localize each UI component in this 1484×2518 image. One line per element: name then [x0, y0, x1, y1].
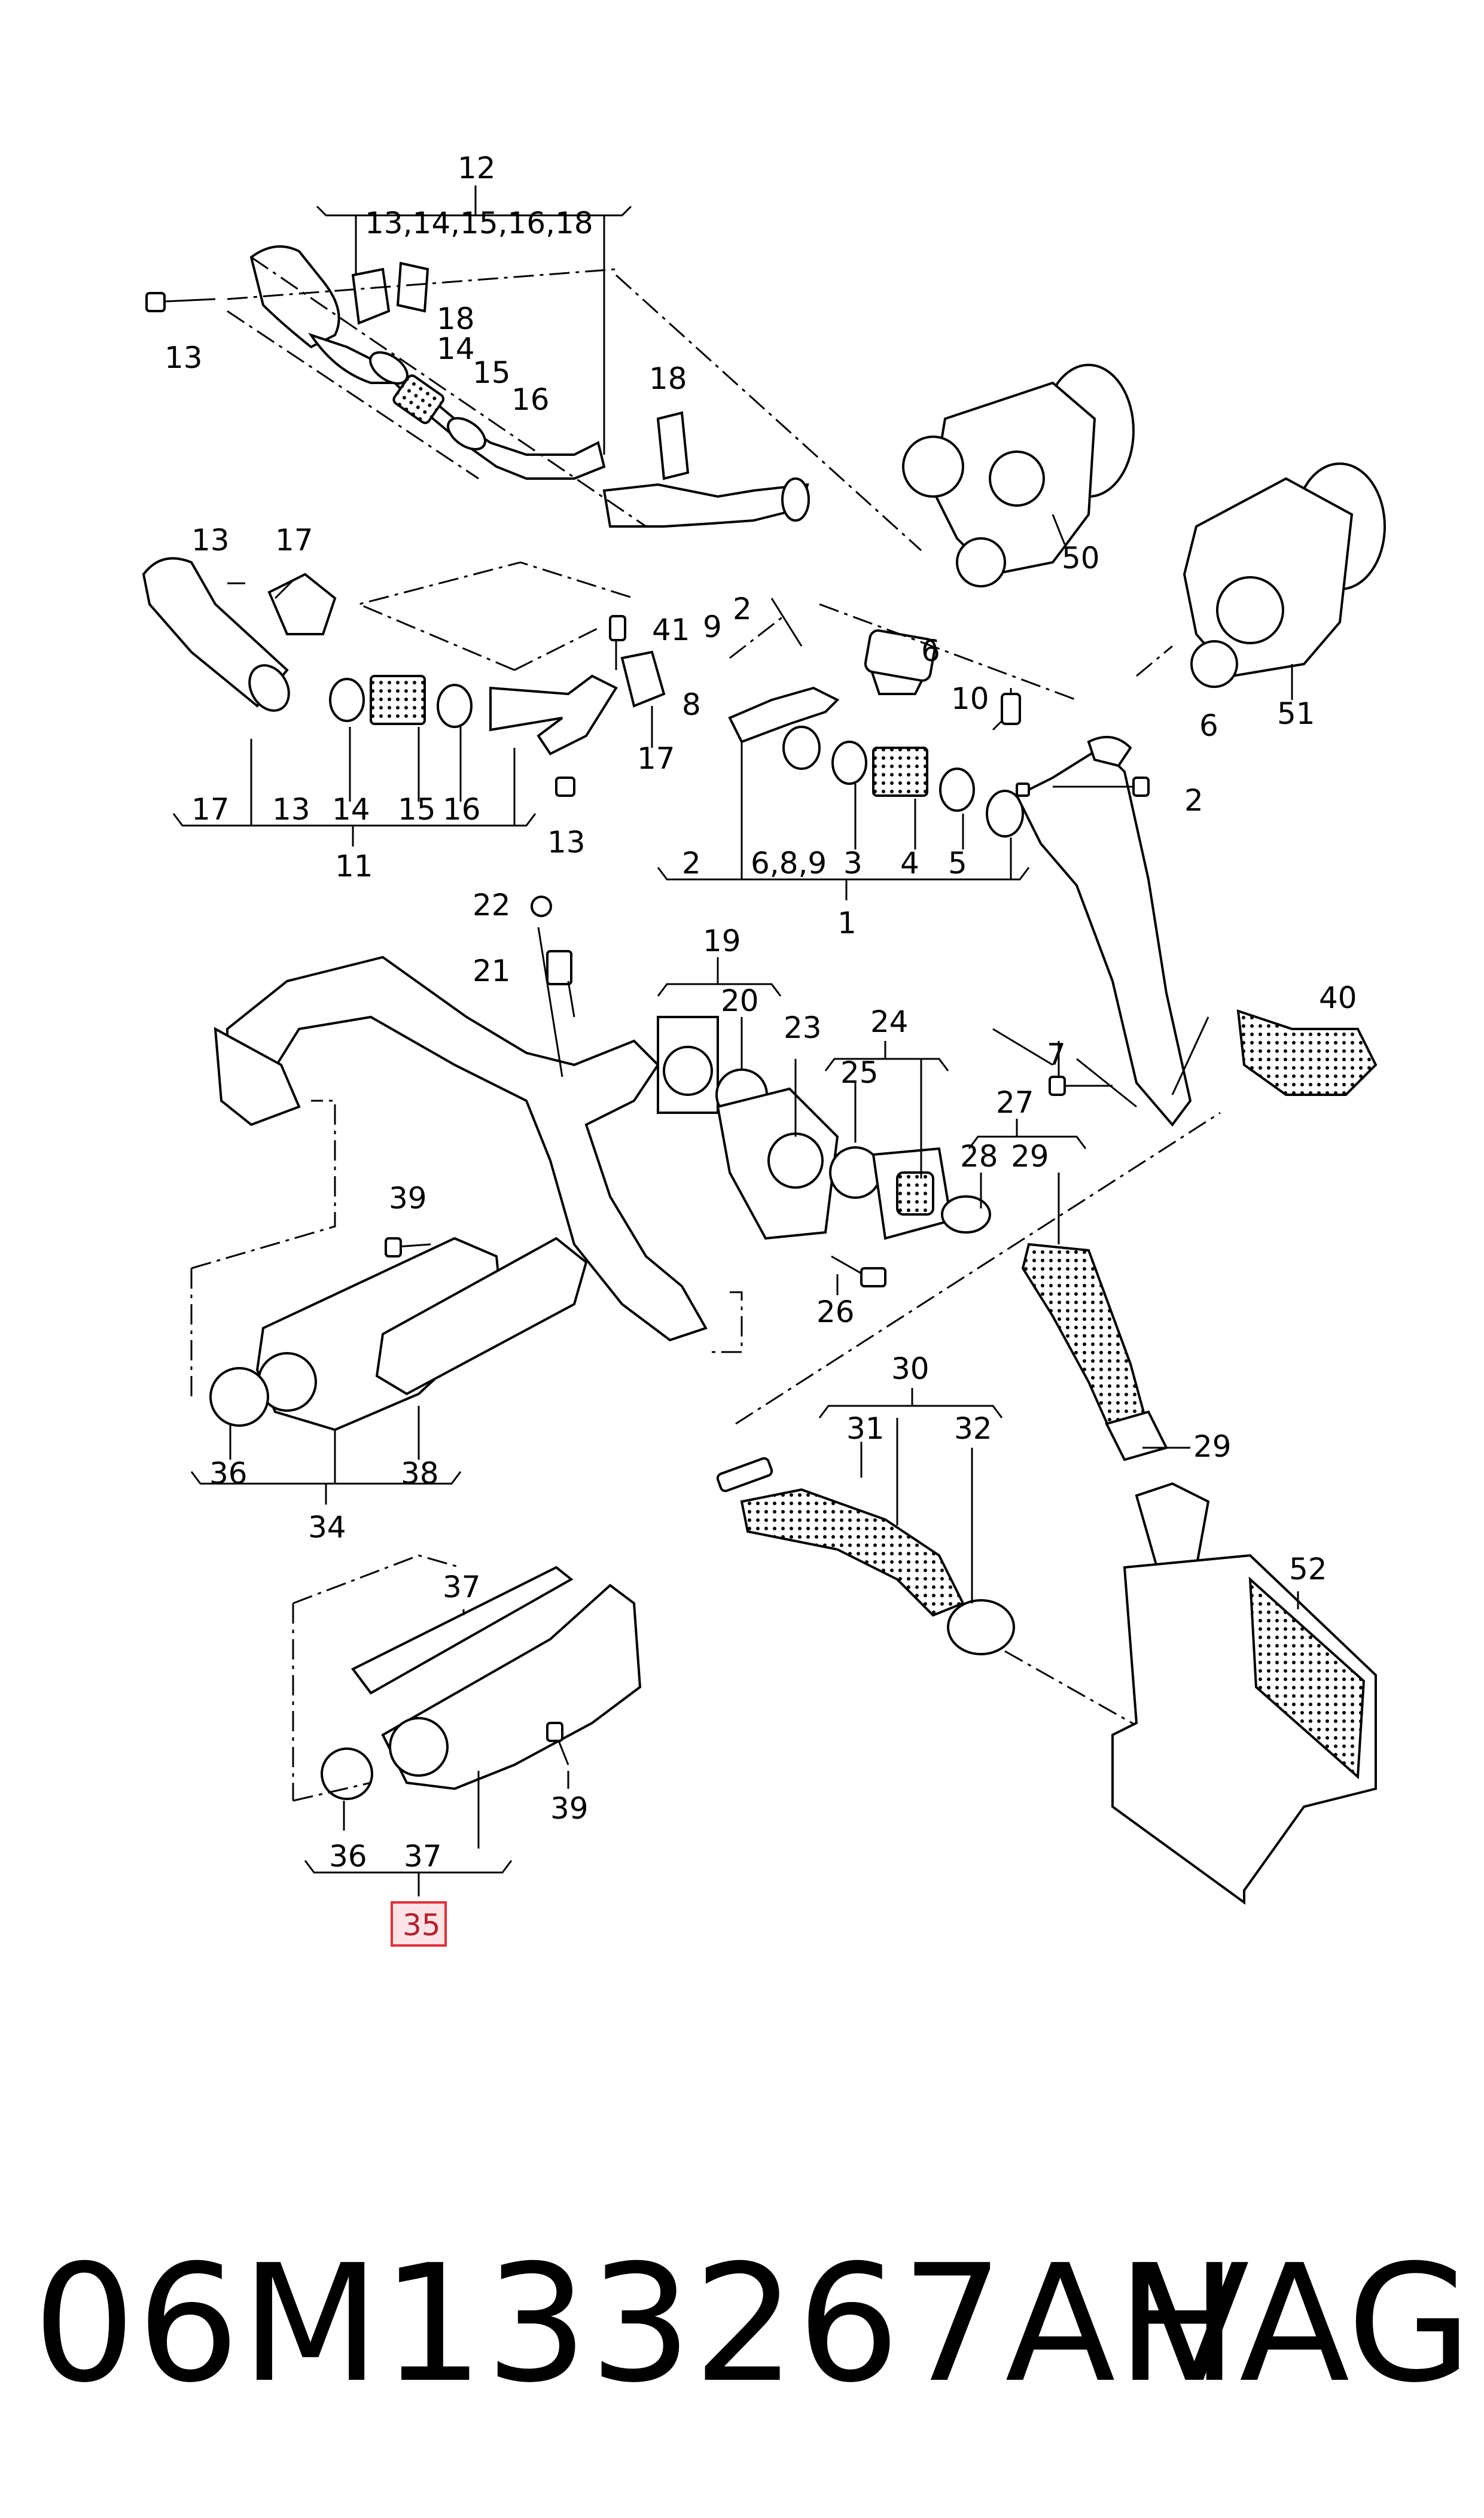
intercooler-group-35 — [292, 1554, 642, 1896]
callout-37b: 37 — [404, 1839, 442, 1874]
callout-39a: 39 — [389, 1181, 427, 1216]
callout-20: 20 — [721, 984, 759, 1018]
callout-6a: 6 — [921, 634, 940, 668]
callout-15b: 15 — [398, 792, 436, 827]
callout-17b: 17 — [637, 741, 675, 776]
callout-6-8-9: 6,8,9 — [751, 846, 827, 881]
callout-2c: 2 — [682, 846, 701, 881]
callout-32: 32 — [954, 1411, 992, 1446]
callout-51: 51 — [1277, 696, 1315, 731]
callout-29b: 29 — [1193, 1429, 1232, 1464]
callout-2a: 2 — [733, 592, 752, 626]
airbox-52 — [1105, 1410, 1377, 1905]
callout-28: 28 — [960, 1139, 998, 1174]
callout-34: 34 — [308, 1510, 346, 1545]
callout-17a: 17 — [275, 523, 313, 558]
callout-36a: 36 — [209, 1456, 248, 1491]
callout-2b: 2 — [1184, 783, 1203, 818]
callout-14b: 14 — [332, 792, 370, 827]
callout-36b: 36 — [329, 1839, 367, 1874]
hose-group-30 — [716, 1112, 1221, 1730]
callout-13c: 13 — [547, 825, 586, 860]
callout-37a: 37 — [443, 1570, 481, 1604]
callout-38: 38 — [401, 1456, 439, 1491]
callout-11: 11 — [335, 849, 373, 884]
callout-10: 10 — [951, 681, 989, 716]
callout-29a: 29 — [1011, 1139, 1049, 1174]
callout-22: 22 — [473, 888, 511, 922]
charge-pipe-group-1 — [657, 598, 1192, 1127]
callout-7: 7 — [1047, 1037, 1066, 1072]
callout-24: 24 — [870, 1004, 909, 1039]
callout-39b: 39 — [550, 1791, 589, 1826]
callout-31: 31 — [846, 1411, 885, 1446]
callout-16a: 16 — [511, 382, 550, 417]
footer: 06M133267AH VAG — [0, 2225, 1484, 2423]
callout-1: 1 — [837, 906, 857, 940]
part-number: 06M133267AH — [33, 2230, 1239, 2418]
callout-41: 41 — [652, 613, 690, 647]
turbocharger-51 — [1183, 462, 1386, 700]
callout-50: 50 — [1062, 541, 1100, 576]
callout-19: 19 — [703, 924, 741, 958]
callout-25: 25 — [840, 1055, 879, 1090]
highlight-box-35 — [391, 1901, 447, 1947]
callout-27: 27 — [996, 1085, 1034, 1120]
turbocharger-50 — [902, 364, 1135, 587]
callout-13a: 13 — [164, 340, 203, 375]
callout-52: 52 — [1289, 1552, 1327, 1587]
callout-40: 40 — [1319, 981, 1357, 1015]
callout-14a: 14 — [437, 331, 475, 366]
brand-name: VAG — [1139, 2230, 1472, 2418]
callout-3: 3 — [843, 846, 863, 881]
crossover-pipe-assembly — [214, 896, 1378, 1438]
parts-diagram: 12 13,14,15,16,18 13 14 15 16 18 18 50 5… — [142, 151, 1386, 1947]
callout-26: 26 — [816, 1295, 855, 1329]
callout-5: 5 — [948, 846, 967, 881]
callout-13b: 13 — [191, 523, 230, 558]
callout-16b: 16 — [443, 792, 481, 827]
callout-18a: 18 — [437, 302, 475, 336]
callout-17c: 17 — [191, 792, 230, 827]
charge-pipe-group-11 — [142, 557, 666, 847]
callout-12-set: 13,14,15,16,18 — [365, 206, 593, 240]
callout-15a: 15 — [473, 355, 511, 390]
callout-35: 35 — [403, 1908, 441, 1942]
intercooler-group-34 — [190, 1100, 743, 1505]
callout-21: 21 — [473, 954, 511, 988]
callout-13d: 13 — [272, 792, 310, 827]
callout-23: 23 — [784, 1010, 822, 1045]
pipe-assembly-12 — [145, 185, 922, 552]
callout-9: 9 — [703, 610, 722, 644]
callout-4: 4 — [900, 846, 919, 881]
callout-12: 12 — [458, 151, 496, 185]
callout-30: 30 — [891, 1351, 930, 1386]
callout-18b: 18 — [649, 361, 687, 396]
callout-8: 8 — [682, 687, 701, 722]
callout-6b: 6 — [1199, 708, 1218, 743]
